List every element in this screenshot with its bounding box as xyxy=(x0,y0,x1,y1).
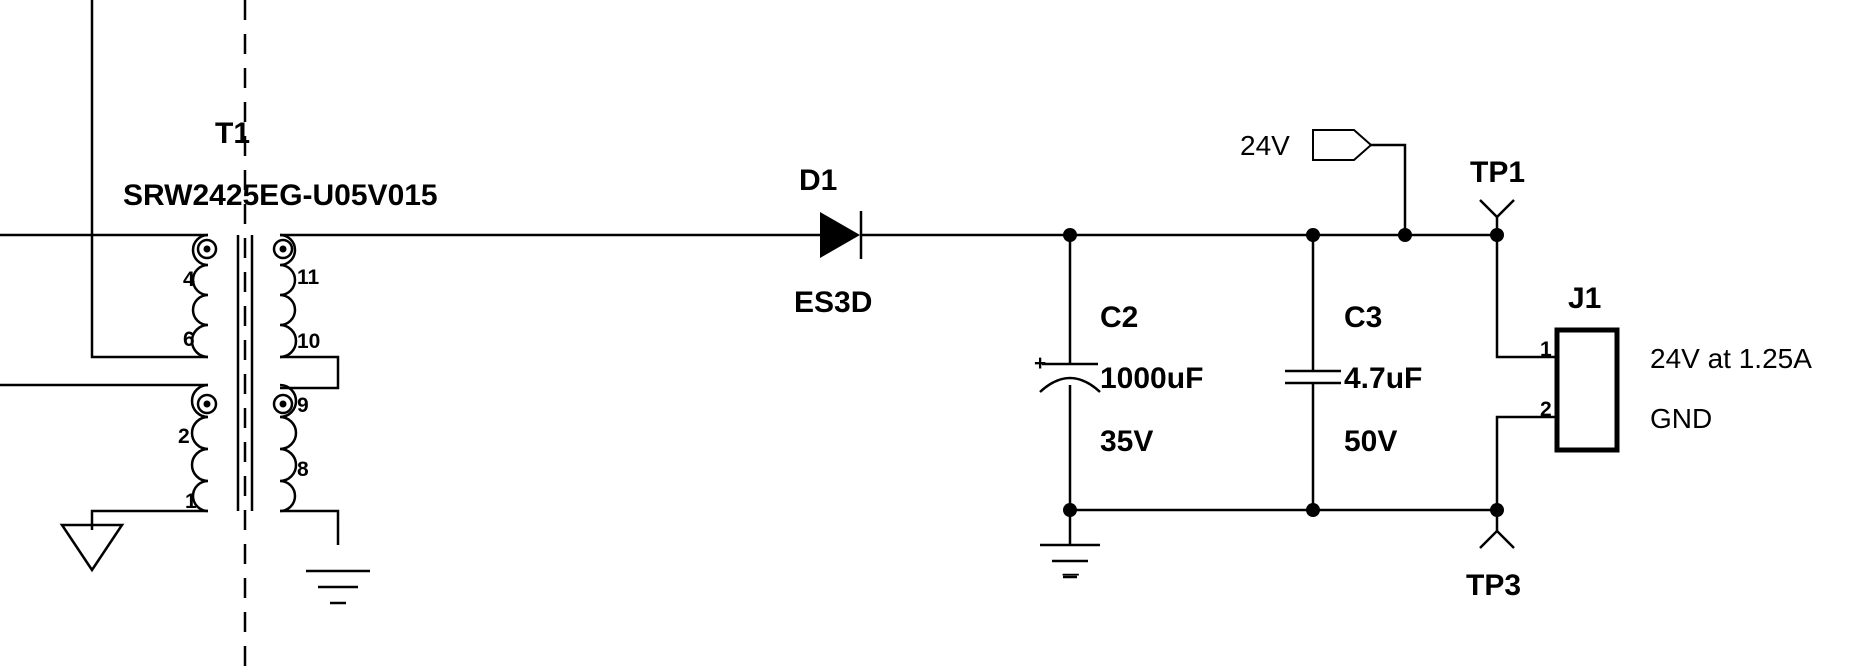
c2-value: 1000uF xyxy=(1100,362,1203,395)
transformer-pin-2: 2 xyxy=(178,425,190,448)
c2-polarity-mark: + xyxy=(1034,352,1046,375)
connector-pin-2-label: GND xyxy=(1650,403,1712,434)
c3-ref: C3 xyxy=(1344,301,1382,334)
c2-voltage: 35V xyxy=(1100,425,1153,458)
net-label-flag-icon xyxy=(1312,129,1373,161)
connector-pin-2: 2 xyxy=(1540,398,1552,421)
net-label-24v: 24V xyxy=(1240,130,1290,161)
output-wiring xyxy=(861,143,1557,545)
transformer-primary-winding xyxy=(190,233,209,513)
capacitor-c2-icon xyxy=(1039,362,1101,393)
connector-ref: J1 xyxy=(1568,282,1601,315)
transformer-ref: T1 xyxy=(215,117,250,150)
transformer-pin-9: 9 xyxy=(297,394,309,417)
connector-pin-1-label: 24V at 1.25A xyxy=(1650,343,1812,374)
primary-ground-icon xyxy=(59,523,125,573)
capacitor-c3-icon xyxy=(1285,369,1341,385)
transformer-pin-10: 10 xyxy=(297,330,320,353)
transformer-pin-6: 6 xyxy=(183,328,195,351)
ground-symbol-mark: _ xyxy=(1062,545,1079,576)
primary-wiring xyxy=(0,0,208,530)
secondary-ground-icon xyxy=(306,569,370,605)
c2-ref: C2 xyxy=(1100,301,1138,334)
transformer-pin-1: 1 xyxy=(185,490,197,513)
transformer-pin-11: 11 xyxy=(297,266,320,289)
transformer-pin-4: 4 xyxy=(183,268,195,291)
testpoint-tp3-label: TP3 xyxy=(1466,569,1521,602)
transformer-pin-8: 8 xyxy=(297,458,309,481)
c3-value: 4.7uF xyxy=(1344,362,1422,395)
secondary-wiring xyxy=(280,233,820,545)
polarity-dot-icons xyxy=(196,238,294,415)
diode-part-number: ES3D xyxy=(794,286,872,319)
diode-d1-icon xyxy=(820,211,863,259)
testpoint-tp1-icon xyxy=(1479,199,1515,235)
c3-voltage: 50V xyxy=(1344,425,1397,458)
connector-j1-icon xyxy=(1554,327,1620,453)
testpoint-tp3-icon xyxy=(1479,510,1515,549)
transformer-core xyxy=(236,235,254,511)
testpoint-tp1-label: TP1 xyxy=(1470,156,1525,189)
c2-ground-icon xyxy=(1040,543,1100,579)
transformer-secondary-winding xyxy=(279,233,298,513)
diode-ref: D1 xyxy=(799,164,837,197)
connector-pin-1: 1 xyxy=(1540,338,1552,361)
transformer-part-number: SRW2425EG-U05V015 xyxy=(123,179,438,212)
